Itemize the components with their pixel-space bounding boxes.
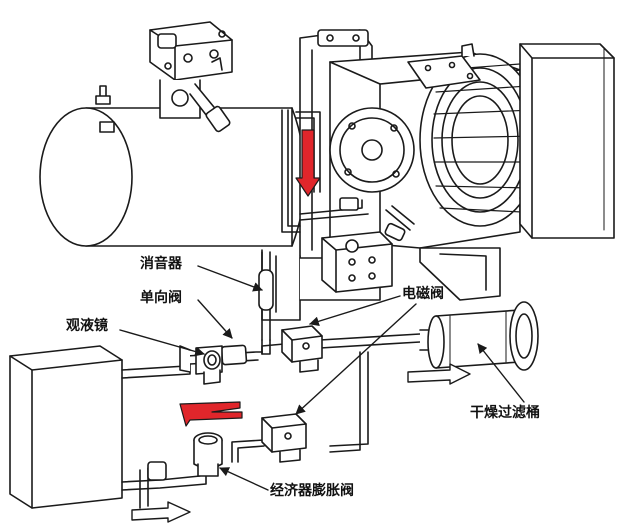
lower-valve-block [321,222,406,293]
leader-solenoid-lower [295,303,417,415]
leader-lines [119,265,525,491]
leader-muffler [197,265,263,292]
economizer-line [121,351,369,509]
label-economizer-expansion-valve: 经济器膨胀阀 [270,483,354,499]
label-sight-glass: 观液镜 [66,318,108,334]
label-check-valve: 单向阀 [140,290,182,306]
leader-check-valve [197,299,233,339]
leader-solenoid-upper [309,295,401,327]
flow-arrow-outline-right [407,363,471,385]
leader-sight-glass [119,329,205,357]
lower-solenoid-valve [261,413,307,463]
flow-arrow-outline-bottom [131,501,191,523]
leader-expansion-valve [219,467,269,491]
tank-fittings [95,85,115,133]
horizontal-flow-arrow [179,401,243,427]
muffler [258,251,274,355]
label-dryer-filter: 干燥过滤桶 [470,405,540,421]
upper-solenoid-valve [281,325,323,373]
label-solenoid-valve: 电磁阀 [402,286,444,302]
label-muffler: 消音器 [140,256,182,272]
expansion-valve [193,432,223,477]
vertical-flow-arrow [295,129,321,197]
leader-dryer-filter [477,343,525,403]
shell-tank [39,107,306,247]
control-box [519,43,615,239]
dryer-filter [419,301,539,371]
economizer-box [9,345,123,509]
top-valve-block [149,21,233,133]
